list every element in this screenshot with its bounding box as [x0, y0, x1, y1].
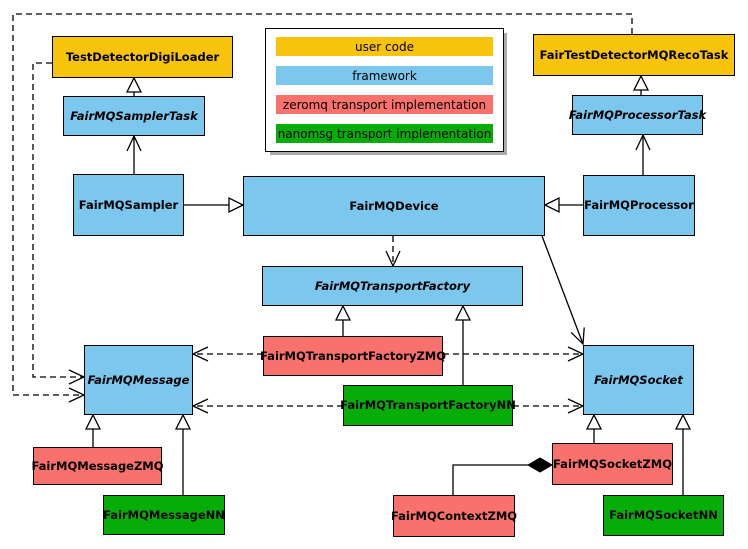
legend-box: user code framework zeromq transport imple…: [265, 28, 504, 152]
edge-fairmqsocketnn-fairmqsocket: [674, 413, 692, 495]
edge-fairmqprocessor-fairmqdevice: [543, 196, 583, 214]
inheritance-arrowhead-icon: [125, 76, 143, 93]
edge-fairmqmessagenn-fairmqmessage: [174, 413, 192, 495]
edge-line: [32, 62, 84, 378]
node-fairtestdetectormqrecotask: FairTestDetectorMQRecoTask: [533, 34, 735, 76]
node-fairmqmessage: FairMQMessage: [84, 345, 193, 415]
inheritance-arrowhead-icon: [632, 74, 650, 91]
node-fairmqsampler: FairMQSampler: [73, 174, 184, 236]
inheritance-arrowhead-icon: [585, 413, 603, 430]
node-testdetectordigiloader: TestDetectorDigiLoader: [52, 36, 233, 78]
node-fairmqsocket: FairMQSocket: [583, 345, 694, 415]
edge-fairmqtransportfactorynn-fairmqsocket: [513, 398, 585, 414]
edge-fairmqtransportfactoryzmq-fairmqmessage: [191, 346, 263, 362]
legend-item-nanomsg: nanomsg transport implementation: [276, 124, 493, 143]
edge-fairmqtransportfactoryzmq-fairmqtransportfactory: [334, 304, 352, 336]
node-fairmqprocessortask: FairMQProcessorTask: [569, 95, 706, 135]
node-fairmqsocketnn: FairMQSocketNN: [603, 495, 724, 536]
edge-fairmqmessagezmq-fairmqmessage: [84, 413, 102, 447]
edge-fairmqprocessortask-fairtestdetectormqrecotask: [632, 74, 650, 95]
edge-fairmqtransportfactorynn-fairmqtransportfactory: [454, 304, 472, 385]
inheritance-arrowhead-icon: [228, 196, 245, 214]
edge-fairmqtransportfactorynn-fairmqmessage: [191, 398, 343, 414]
edge-fairmqsampler-fairmqdevice: [184, 196, 245, 214]
node-fairmqsocketzmq: FairMQSocketZMQ: [552, 443, 673, 485]
edge-line: [12, 13, 633, 396]
open-arrowhead-icon: [191, 398, 209, 414]
node-fairmqmessagenn: FairMQMessageNN: [103, 495, 225, 535]
legend-item-user: user code: [276, 37, 493, 56]
node-fairmqtransportfactory: FairMQTransportFactory: [262, 266, 523, 306]
edge-fairmqsampler-fairmqsamplertask: [126, 134, 142, 174]
node-fairmqmessagezmq: FairMQMessageZMQ: [31, 447, 164, 485]
inheritance-arrowhead-icon: [334, 304, 352, 321]
edge-fairmqprocessor-fairmqprocessortask: [635, 133, 651, 175]
edge-fairmqsocketzmq-fairmqsocket: [585, 413, 603, 443]
legend-item-zeromq: zeromq transport implementation: [276, 95, 493, 114]
node-fairmqprocessor: FairMQProcessor: [583, 175, 695, 236]
open-arrowhead-icon: [191, 346, 209, 362]
inheritance-arrowhead-icon: [454, 304, 472, 321]
edge-fairmqtransportfactoryzmq-fairmqsocket: [443, 346, 585, 362]
node-fairmqtransportfactoryzmq: FairMQTransportFactoryZMQ: [260, 336, 446, 376]
node-fairmqdevice: FairMQDevice: [243, 176, 545, 236]
edge-fairmqcontextzmq-fairmqsocketzmq: [452, 457, 553, 495]
edge-line: [452, 464, 528, 495]
edge-fairmqdevice-fairmqtransportfactory: [385, 236, 401, 268]
node-fairmqcontextzmq: FairMQContextZMQ: [391, 495, 517, 537]
node-fairmqsamplertask: FairMQSamplerTask: [63, 96, 205, 136]
legend-item-framework: framework: [276, 66, 493, 85]
inheritance-arrowhead-icon: [174, 413, 192, 430]
edge-fairmqsamplertask-testdetectordigiloader: [125, 76, 143, 96]
inheritance-arrowhead-icon: [84, 413, 102, 430]
edge-line: [541, 235, 584, 345]
composition-diamond-icon: [527, 457, 553, 473]
inheritance-arrowhead-icon: [674, 413, 692, 430]
edge-fairmqdevice-fairmqsocket: [541, 235, 585, 346]
inheritance-arrowhead-icon: [543, 196, 560, 214]
node-fairmqtransportfactorynn: FairMQTransportFactoryNN: [340, 385, 516, 426]
